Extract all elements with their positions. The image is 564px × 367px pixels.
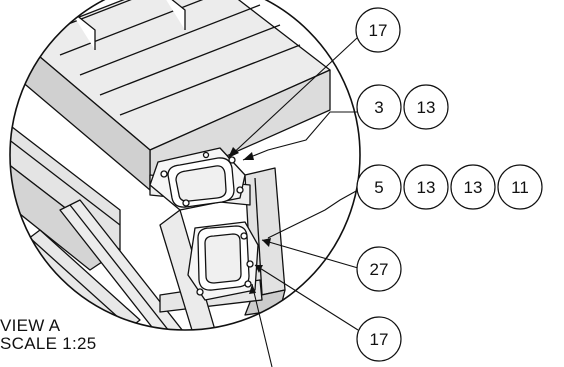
arrowhead-c2 xyxy=(243,152,254,160)
leader-c3 xyxy=(267,189,359,239)
balloon-label-c2-1: 13 xyxy=(417,98,436,117)
arrowhead-c1 xyxy=(228,147,239,158)
balloon-label-c4-0: 27 xyxy=(370,260,389,279)
callout-balloons: 17 3 13 5 13 13 11 27 17 xyxy=(355,7,543,362)
top-beam xyxy=(19,0,331,191)
lower-clamp xyxy=(187,221,259,301)
callout-c2: 3 13 xyxy=(356,84,449,130)
leader-c5 xyxy=(254,264,359,331)
arrowhead-c4 xyxy=(262,238,271,247)
callout-c4: 27 xyxy=(356,246,402,292)
callout-c3: 5 13 13 11 xyxy=(356,164,543,210)
lower-left-beam xyxy=(10,109,191,330)
balloon-label-c3-1: 13 xyxy=(417,178,436,197)
upper-clamp xyxy=(149,147,246,211)
balloon-c1-0 xyxy=(355,7,401,53)
balloon-c3-1 xyxy=(403,164,449,210)
balloon-label-c2-0: 3 xyxy=(374,98,383,117)
balloon-c3-0 xyxy=(356,164,402,210)
leader-lines xyxy=(227,37,359,367)
balloon-label-c3-3: 11 xyxy=(511,178,529,197)
leader-arrowheads xyxy=(228,147,271,294)
detail-circle-contents xyxy=(10,0,331,330)
balloon-c3-3 xyxy=(497,164,543,210)
arrowhead-c5 xyxy=(255,265,263,273)
leader-c4 xyxy=(261,239,359,269)
balloon-c3-2 xyxy=(450,164,496,210)
balloon-label-c5-0: 17 xyxy=(370,330,389,349)
leader-bottom xyxy=(251,283,273,367)
detail-circle-outline xyxy=(9,0,361,331)
view-label: VIEW A SCALE 1:25 xyxy=(0,317,97,353)
balloon-c2-0 xyxy=(356,84,402,130)
balloon-c5-0 xyxy=(356,316,402,362)
leader-c2 xyxy=(242,111,358,161)
balloon-label-c3-2: 13 xyxy=(464,178,483,197)
callout-c5: 17 xyxy=(356,316,402,362)
callout-c1: 17 xyxy=(355,7,401,53)
balloon-label-c3-0: 5 xyxy=(374,178,383,197)
balloon-c2-1 xyxy=(403,84,449,130)
balloon-c4-0 xyxy=(356,246,402,292)
balloon-label-c1-0: 17 xyxy=(369,21,388,40)
view-scale: SCALE 1:25 xyxy=(0,334,97,353)
view-title: VIEW A xyxy=(0,316,61,335)
leader-c1 xyxy=(227,37,358,159)
arrowhead-bottom xyxy=(249,284,256,294)
